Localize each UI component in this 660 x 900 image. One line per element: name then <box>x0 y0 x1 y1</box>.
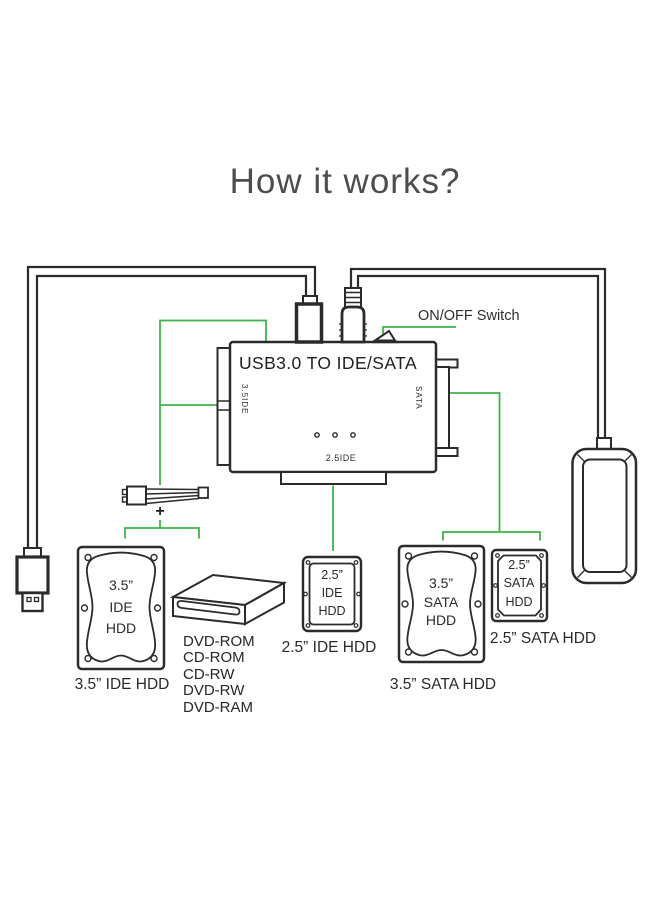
optical-drive-drawing <box>169 573 288 626</box>
on-off-switch <box>371 329 398 344</box>
hdd-35-ide-kind: HDD <box>105 620 137 636</box>
hdd-35-ide-type: IDE <box>109 599 133 615</box>
hdd-35-sata-size: 3.5” <box>428 575 454 591</box>
green-bracket-left <box>124 520 200 539</box>
hdd-35-ide-size: 3.5” <box>108 577 134 593</box>
usb-plug-top <box>294 295 324 344</box>
adapter-port-label-sata: SATA <box>414 386 423 410</box>
caption-hdd-25-ide: 2.5” IDE HDD <box>281 639 377 656</box>
adapter-label: USB3.0 TO IDE/SATA <box>238 353 418 373</box>
molex-power-connector <box>121 485 209 506</box>
optical-model: DVD-RW <box>183 682 245 700</box>
power-plug-top <box>339 287 367 344</box>
adapter-port-label-25ide: 2.5IDE <box>325 453 357 463</box>
adapter-25ide-connector <box>280 471 387 485</box>
optical-model: DVD-RAM <box>183 698 253 716</box>
power-cable <box>349 267 607 439</box>
hdd-25-ide-type: IDE <box>321 586 343 600</box>
optical-model: CD-RW <box>183 665 235 683</box>
hdd-25-sata-drawing <box>490 548 549 623</box>
optical-model: DVD-ROM <box>183 633 255 650</box>
switch-annotation: ON/OFF Switch <box>418 308 520 324</box>
adapter-port-label-35ide: 3.5IDE <box>240 384 249 415</box>
hdd-25-sata-size: 2.5” <box>508 558 530 572</box>
usb-connector-bottom <box>15 547 50 613</box>
power-adapter-brick <box>571 437 638 585</box>
optical-drive-list: DVD-ROM CD-ROM CD-RW DVD-RW DVD-RAM <box>183 633 255 716</box>
plus-sign: + <box>155 503 165 520</box>
caption-hdd-35-sata: 3.5” SATA HDD <box>389 676 497 693</box>
hdd-25-ide-size: 2.5” <box>321 568 343 582</box>
hdd-35-sata-kind: HDD <box>425 612 457 628</box>
hdd-35-sata-drawing <box>397 544 486 664</box>
green-bracket-sata <box>442 392 541 541</box>
led-indicators <box>314 432 356 438</box>
caption-hdd-25-sata: 2.5” SATA HDD <box>489 630 597 647</box>
hdd-25-ide-drawing <box>301 555 363 633</box>
usb-cable <box>26 265 317 552</box>
green-line-ide-branch <box>159 319 267 485</box>
hdd-25-ide-kind: HDD <box>318 604 346 618</box>
hdd-25-sata-kind: HDD <box>505 595 533 609</box>
hdd-25-sata-type: SATA <box>503 576 535 590</box>
green-line-switch-pointer <box>382 326 456 339</box>
hdd-35-ide-drawing <box>76 545 166 671</box>
optical-model: CD-ROM <box>183 649 245 667</box>
page-title: How it works? <box>229 162 461 201</box>
hdd-35-sata-type: SATA <box>423 594 459 610</box>
adapter-ide-connector <box>216 347 231 466</box>
adapter-sata-connector <box>435 358 459 457</box>
caption-hdd-35-ide: 3.5” IDE HDD <box>74 676 170 693</box>
